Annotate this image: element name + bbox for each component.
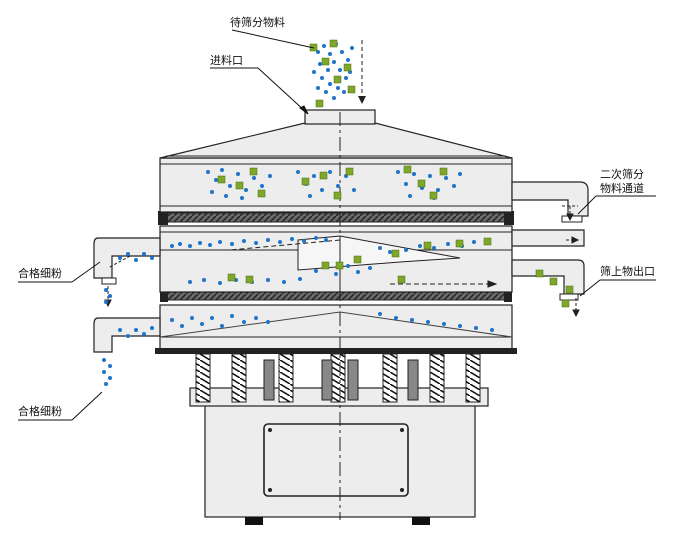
middle-layer-particles xyxy=(104,236,574,308)
spring xyxy=(231,353,247,403)
lower-screen-mesh xyxy=(165,291,507,301)
label-qualified-fine-bottom: 合格细粉 xyxy=(18,404,62,418)
middle-left-spout xyxy=(93,237,161,279)
spring xyxy=(330,353,346,403)
spring xyxy=(278,353,294,403)
bottom-layer-particles xyxy=(102,312,494,386)
spring xyxy=(465,353,481,403)
middle-frame xyxy=(159,225,513,293)
leader-lines xyxy=(18,29,656,421)
oversize-outlet-spout xyxy=(511,259,585,295)
spring-set xyxy=(195,353,481,403)
bottom-frame xyxy=(155,304,517,354)
label-oversize-outlet: 筛上物出口 xyxy=(600,264,655,278)
label-feed-inlet: 进料口 xyxy=(210,53,243,67)
feed-particles xyxy=(309,39,356,108)
label-material-to-screen: 待筛分物料 xyxy=(230,15,285,29)
spring xyxy=(429,353,445,403)
spring xyxy=(195,353,211,403)
label-secondary-channel-line1: 二次筛分 xyxy=(600,167,644,181)
top-frame xyxy=(159,157,513,213)
secondary-channel-upper xyxy=(511,181,589,217)
label-qualified-fine-top: 合格细粉 xyxy=(18,266,62,280)
secondary-channel-lower xyxy=(511,229,585,247)
spring xyxy=(382,353,398,403)
top-layer-particles xyxy=(206,165,462,200)
flow-arrows xyxy=(104,205,580,318)
top-cover xyxy=(159,122,513,159)
upper-screen-mesh xyxy=(165,212,507,223)
label-secondary-channel-line2: 物料通道 xyxy=(600,181,644,195)
